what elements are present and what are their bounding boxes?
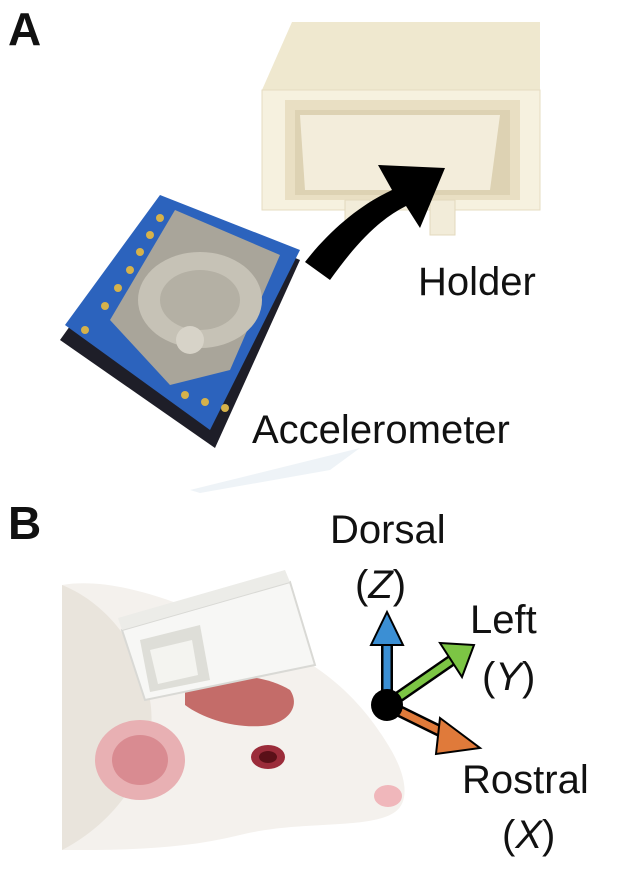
axis-diagram (369, 609, 483, 756)
axis-z-letter: (Z) (355, 563, 407, 607)
holder-image (261, 22, 541, 236)
axis-y-letter: (Y) (482, 655, 536, 699)
axis-z-name: Dorsal (330, 508, 446, 552)
axis-x-name: Rostral (462, 758, 589, 802)
axis-x-letter: (X) (502, 813, 556, 857)
axis-y-name: Left (470, 598, 537, 642)
panel-label-a: A (8, 3, 42, 55)
insertion-arrow (305, 165, 445, 280)
panel-label-b: B (8, 497, 42, 549)
holder-label: Holder (418, 260, 536, 304)
accelerometer-image (60, 195, 300, 448)
rat-image (62, 570, 405, 850)
accelerometer-label: Accelerometer (252, 408, 510, 452)
